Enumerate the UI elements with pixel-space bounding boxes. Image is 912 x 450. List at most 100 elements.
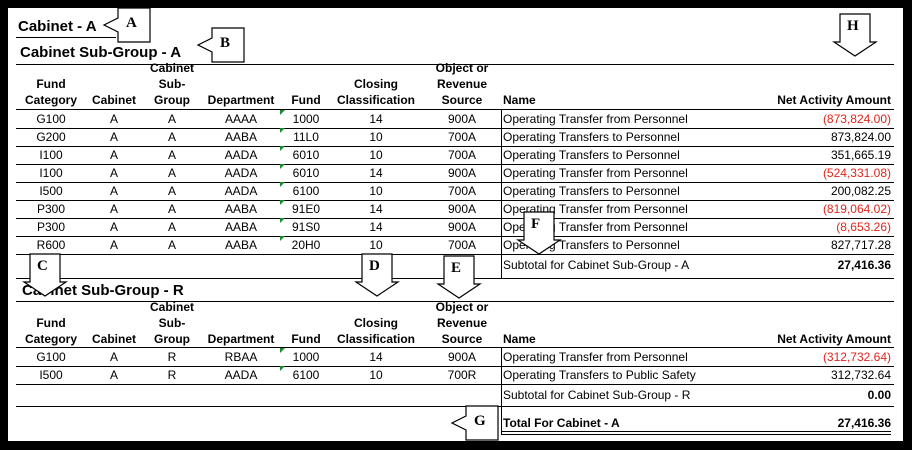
callout-letter: D <box>369 258 380 274</box>
cell-name: Operating Transfer from Personnel <box>503 166 688 180</box>
column-header-line: Group <box>154 93 190 107</box>
callout-letter: E <box>451 260 462 276</box>
name-column-divider <box>501 110 502 278</box>
row-rule <box>16 182 894 183</box>
row-rule <box>16 384 894 385</box>
cell-closing: 14 <box>369 350 383 364</box>
cell-cabinet: A <box>109 350 118 364</box>
cell-object: 900A <box>447 166 477 180</box>
sub-group-title: Cabinet Sub-Group - A <box>20 44 182 61</box>
cell-fund-category: P300 <box>36 220 66 234</box>
cell-sub-group: A <box>167 166 176 180</box>
cell-cabinet: A <box>109 238 118 252</box>
column-header-line: Fund <box>36 316 66 330</box>
cell-cabinet: A <box>109 184 118 198</box>
cell-amount: (8,653.26) <box>836 220 891 234</box>
cell-fund: 6010 <box>280 146 324 164</box>
sub-group-title: Cabinet Sub-Group - R <box>22 282 184 299</box>
column-header-line: Revenue <box>436 316 488 330</box>
cell-fund-category: I500 <box>39 368 63 382</box>
cell-object: 700A <box>447 130 477 144</box>
cell-fund-category: G200 <box>36 130 66 144</box>
cell-cabinet: A <box>109 220 118 234</box>
callout-arrow <box>832 13 878 57</box>
cabinet-title-underline <box>16 37 116 38</box>
column-header-line: Category <box>24 332 77 346</box>
cell-amount: (873,824.00) <box>822 112 891 126</box>
cell-object: 900A <box>447 350 477 364</box>
cell-sub-group: A <box>167 238 176 252</box>
cell-fund: 11L0 <box>280 128 324 146</box>
total-double-rule <box>501 431 891 435</box>
fund-comment-marker <box>280 110 285 115</box>
cell-fund-category: P300 <box>36 202 66 216</box>
cell-sub-group: R <box>167 368 177 382</box>
cell-fund: 1000 <box>280 110 324 128</box>
fund-comment-marker <box>280 236 285 241</box>
cell-sub-group: A <box>167 184 176 198</box>
callout-letter: G <box>474 413 486 429</box>
cell-name: Operating Transfers to Personnel <box>503 130 680 144</box>
cell-fund-category: I500 <box>39 184 63 198</box>
cell-amount: 827,717.28 <box>830 238 891 252</box>
cell-object: 900A <box>447 112 477 126</box>
column-header-line: Name <box>503 332 536 346</box>
cell-cabinet: A <box>109 148 118 162</box>
cell-object: 900A <box>447 220 477 234</box>
column-header-line: Classification <box>336 93 416 107</box>
fund-comment-marker <box>280 200 285 205</box>
column-header-line: Category <box>24 93 77 107</box>
callout-shape <box>354 253 400 297</box>
fund-comment-marker <box>280 146 285 151</box>
column-header-line: Object or <box>435 300 489 314</box>
cell-cabinet: A <box>109 130 118 144</box>
column-header-line: Classification <box>336 332 416 346</box>
callout-letter: B <box>220 35 231 51</box>
column-header-line: Net Activity Amount <box>777 93 891 107</box>
cell-closing: 14 <box>369 220 383 234</box>
fund-comment-marker <box>280 182 285 187</box>
subtotal-label: Subtotal for Cabinet Sub-Group - R <box>503 388 691 402</box>
callout-a: A <box>102 8 156 46</box>
column-header-department: Department <box>202 300 280 347</box>
cell-closing: 10 <box>369 184 383 198</box>
callout-letter: C <box>37 258 48 274</box>
callout-h: H <box>832 13 892 57</box>
column-header-line: Net Activity Amount <box>777 332 891 346</box>
cell-department: AAAA <box>224 112 257 126</box>
column-header-amount: Net Activity Amount <box>728 63 891 108</box>
cell-fund: 1000 <box>280 348 324 366</box>
cabinet-title: Cabinet - A <box>18 18 97 35</box>
column-header-department: Department <box>202 63 280 108</box>
cell-object: 700A <box>447 238 477 252</box>
fund-comment-marker <box>280 164 285 169</box>
callout-shape <box>832 13 878 57</box>
cell-sub-group: R <box>167 350 177 364</box>
cell-department: AABA <box>224 220 257 234</box>
cell-cabinet: A <box>109 368 118 382</box>
column-header-line: Fund <box>36 77 66 91</box>
cell-fund-category: G100 <box>36 350 66 364</box>
cell-amount: (819,064.02) <box>822 202 891 216</box>
cell-department: AABA <box>224 130 257 144</box>
row-rule <box>16 146 894 147</box>
cell-department: RBAA <box>224 350 258 364</box>
cell-name: Operating Transfer from Personnel <box>503 112 688 126</box>
cell-sub-group: A <box>167 202 176 216</box>
cell-cabinet: A <box>109 112 118 126</box>
cell-cabinet: A <box>109 166 118 180</box>
callout-arrow <box>196 27 245 63</box>
